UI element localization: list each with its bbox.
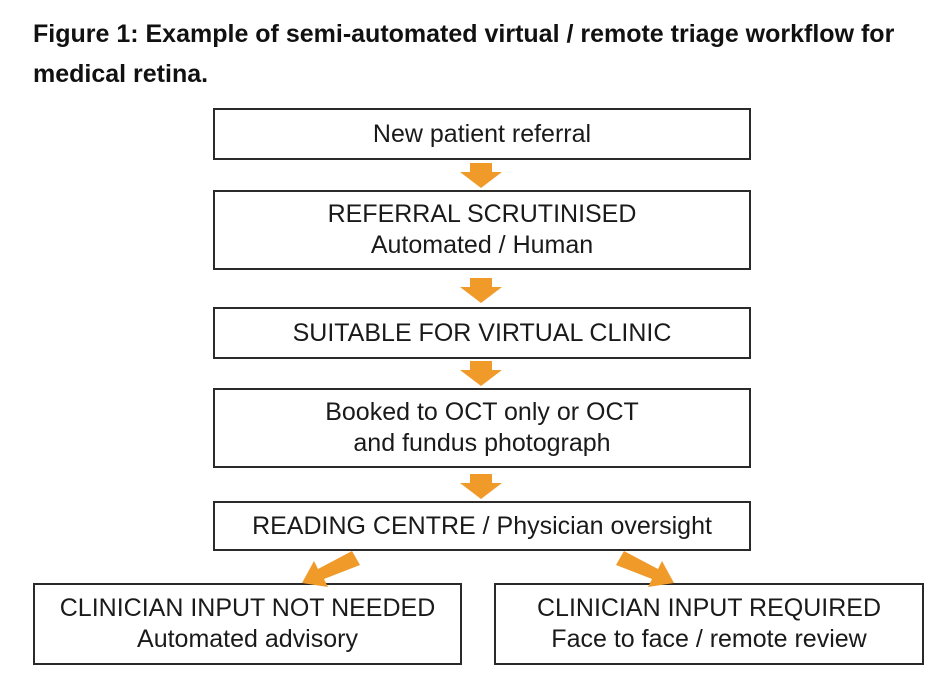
node-reading-centre: READING CENTRE / Physician oversight [213,501,751,551]
node-sublabel: Face to face / remote review [551,625,867,653]
node-suitable-for-virtual-clinic: SUITABLE FOR VIRTUAL CLINIC [213,307,751,359]
node-label: READING CENTRE / Physician oversight [252,511,712,540]
node-label: Booked to OCT only or OCT [325,398,639,426]
arrow-shape [616,551,674,587]
node-label: CLINICIAN INPUT NOT NEEDED [59,594,436,622]
arrow-shape [460,278,502,303]
node-label: REFERRAL SCRUTINISED [327,200,637,228]
node-label: CLINICIAN INPUT REQUIRED [536,594,882,622]
arrow-down-icon [460,474,502,499]
node-new-patient-referral: New patient referral [213,108,751,160]
arrow-down-icon [460,361,502,386]
figure-title: Figure 1: Example of semi-automated virt… [33,20,895,88]
node-sublabel: Automated / Human [370,231,594,259]
arrow-down-right-icon [616,551,674,587]
node-sublabel: Automated advisory [137,625,358,653]
arrow-shape [460,361,502,386]
node-booked-to-oct: Booked to OCT only or OCT and fundus pho… [213,388,751,468]
node-clinician-input-required: CLINICIAN INPUT REQUIRED Face to face / … [494,583,924,665]
arrow-shape [460,163,502,188]
node-sublabel: and fundus photograph [353,429,611,457]
arrow-shape [302,551,360,587]
arrow-shape [460,474,502,499]
node-clinician-input-not-needed: CLINICIAN INPUT NOT NEEDED Automated adv… [33,583,462,665]
arrow-down-icon [460,278,502,303]
arrow-down-icon [460,163,502,188]
arrow-down-left-icon [302,551,360,587]
node-label: New patient referral [372,119,592,148]
node-referral-scrutinised: REFERRAL SCRUTINISED Automated / Human [213,190,751,270]
node-label: SUITABLE FOR VIRTUAL CLINIC [292,318,672,347]
